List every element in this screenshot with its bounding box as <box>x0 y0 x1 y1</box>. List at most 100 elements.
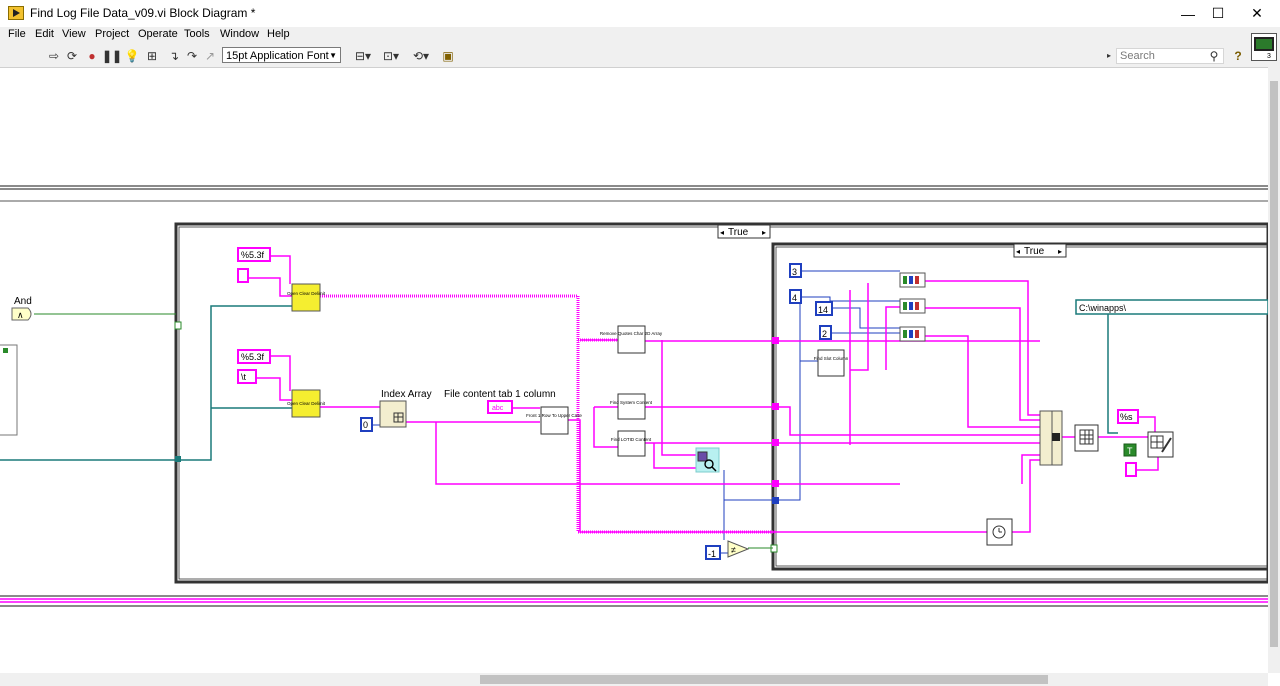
and-label: And <box>14 296 32 307</box>
menu-edit[interactable]: Edit <box>35 28 54 40</box>
outer-case-structure[interactable]: True ◂ ▸ <box>174 222 1270 584</box>
minimize-button[interactable]: — <box>1181 5 1195 22</box>
vertical-scroll-thumb[interactable] <box>1270 81 1278 647</box>
true-constant[interactable]: T <box>1123 443 1137 457</box>
index-array-function[interactable]: Index Array <box>379 389 432 428</box>
path-constant[interactable]: C:\winapps\ <box>1075 299 1269 315</box>
svg-text:≠: ≠ <box>731 545 736 555</box>
svg-text:%5.3f: %5.3f <box>241 250 265 260</box>
find-system-content-subvi[interactable]: Find System Content <box>610 393 653 420</box>
svg-text:Front 1 Row To Upper Case: Front 1 Row To Upper Case <box>526 413 582 418</box>
toolbar: ⇨ ⟳ ● ❚❚ 💡 ⊞ ↴ ↷ ↗ 15pt Application Font… <box>0 45 1280 68</box>
step-out-icon[interactable]: ↗ <box>204 49 216 63</box>
array-subset-node[interactable] <box>899 298 926 314</box>
empty-string-constant[interactable] <box>237 268 249 283</box>
inner-case-selector: True <box>1024 246 1045 257</box>
array-subset-node[interactable] <box>899 272 926 288</box>
fmt-constant-1[interactable]: %5.3f <box>237 247 271 262</box>
svg-text:Find Slot Column: Find Slot Column <box>814 356 849 361</box>
pause-icon[interactable]: ❚❚ <box>102 49 123 63</box>
svg-text:2: 2 <box>822 329 827 339</box>
svg-text:◂: ◂ <box>1016 247 1020 256</box>
tunnels <box>772 337 779 504</box>
menu-view[interactable]: View <box>62 28 86 40</box>
find-lotid-content-subvi[interactable]: Find LOTID Content <box>611 430 652 457</box>
search-expand-icon[interactable]: ▸ <box>1106 51 1111 60</box>
svg-text:Open Clear Delimit: Open Clear Delimit <box>287 401 326 406</box>
menu-project[interactable]: Project <box>95 28 130 40</box>
svg-text:▸: ▸ <box>762 228 766 237</box>
svg-text:◂: ◂ <box>720 228 724 237</box>
file-content-label: File content tab 1 column <box>444 389 556 400</box>
fmt-constant-2[interactable]: %5.3f <box>237 349 271 364</box>
search-input[interactable]: Search <box>1116 48 1224 64</box>
wires-green <box>34 313 773 549</box>
fmt-s-constant[interactable]: %s <box>1117 409 1139 424</box>
front-row-upper-case-subvi[interactable]: Front 1 Row To Upper Case <box>526 406 582 435</box>
wires-magenta <box>248 255 1159 533</box>
menu-file[interactable]: File <box>8 28 26 40</box>
clock-function[interactable] <box>986 518 1013 546</box>
horizontal-scrollbar[interactable] <box>0 673 1268 686</box>
array-subset-functions[interactable] <box>899 272 926 342</box>
menu-tools[interactable]: Tools <box>184 28 210 40</box>
not-equal-function[interactable]: ≠ <box>727 540 750 558</box>
empty-string-constant-2[interactable] <box>1125 462 1137 477</box>
three-constant[interactable]: 3 <box>789 263 802 278</box>
array-subset-node[interactable] <box>899 326 926 342</box>
svg-text:▸: ▸ <box>1058 247 1062 256</box>
vi-connector-pane-icon: 3 <box>1251 33 1277 61</box>
and-function[interactable]: And ∧ <box>11 296 32 321</box>
svg-text:C:\winapps\: C:\winapps\ <box>1079 303 1127 313</box>
svg-text:Open Clear Delimit: Open Clear Delimit <box>287 291 326 296</box>
block-diagram-canvas[interactable]: And ∧ True ◂ ▸ True ◂ ▸ <box>0 67 1270 673</box>
search-icon[interactable]: ⚲ <box>1209 49 1219 63</box>
run-continuously-icon[interactable]: ⟳ <box>66 49 78 63</box>
menu-help[interactable]: Help <box>267 28 290 40</box>
array-to-table-function[interactable] <box>1074 424 1099 452</box>
fourteen-constant[interactable]: 14 <box>815 301 833 316</box>
svg-text:Find System Content: Find System Content <box>610 400 653 405</box>
vertical-scrollbar[interactable] <box>1268 67 1280 673</box>
outer-case-selector: True <box>728 227 749 238</box>
wires-magenta-2d <box>320 294 776 534</box>
svg-text:T: T <box>1127 446 1133 456</box>
find-slot-column-subvi[interactable]: Find Slot Column <box>814 349 849 377</box>
neg-one-constant[interactable]: -1 <box>705 545 721 560</box>
tab-constant[interactable]: \t <box>237 369 257 384</box>
svg-text:∧: ∧ <box>17 310 24 320</box>
clean-up-diagram-icon[interactable]: ▣ <box>442 49 454 63</box>
open-clear-delimit-subvi-2[interactable]: Open Clear Delimit <box>287 389 326 418</box>
write-spreadsheet-function[interactable] <box>1147 431 1174 458</box>
menu-window[interactable]: Window <box>220 28 260 40</box>
wires-blue <box>372 270 900 554</box>
remove-quotes-subvi[interactable]: Remove Quotes Char 2D Array <box>600 325 663 354</box>
zero-constant[interactable]: 0 <box>360 417 373 432</box>
title-bar: Find Log File Data_v09.vi Block Diagram … <box>0 0 1280 27</box>
step-into-icon[interactable]: ↴ <box>168 49 180 63</box>
font-selector[interactable]: 15pt Application Font ▼ <box>222 47 341 63</box>
svg-text:%s: %s <box>1120 412 1133 422</box>
step-over-icon[interactable]: ↷ <box>186 49 198 63</box>
distribute-objects-icon[interactable]: ⊡▾ <box>382 49 400 63</box>
four-constant[interactable]: 4 <box>789 289 802 304</box>
align-objects-icon[interactable]: ⊟▾ <box>354 49 372 63</box>
open-clear-delimit-subvi-1[interactable]: Open Clear Delimit <box>287 283 326 312</box>
run-arrow-icon[interactable]: ⇨ <box>48 49 60 63</box>
reorder-icon[interactable]: ⟲▾ <box>412 49 430 63</box>
abort-icon[interactable]: ● <box>88 49 96 63</box>
svg-text:Remove Quotes Char 2D Array: Remove Quotes Char 2D Array <box>600 331 663 336</box>
maximize-button[interactable]: ☐ <box>1211 5 1225 21</box>
retain-wire-values-icon[interactable]: ⊞ <box>146 49 158 63</box>
highlight-execution-icon[interactable]: 💡 <box>124 49 140 63</box>
menu-operate[interactable]: Operate <box>138 28 178 40</box>
horizontal-scroll-thumb[interactable] <box>480 675 1048 684</box>
svg-text:abc: abc <box>492 405 504 412</box>
file-content-indicator[interactable]: File content tab 1 column abc <box>444 389 556 414</box>
build-array-function[interactable] <box>1039 410 1063 466</box>
close-button[interactable]: ✕ <box>1251 5 1263 21</box>
two-constant[interactable]: 2 <box>819 325 832 340</box>
help-icon[interactable]: ? <box>1234 49 1242 63</box>
search-array-function[interactable] <box>695 447 720 473</box>
svg-text:0: 0 <box>363 420 368 430</box>
